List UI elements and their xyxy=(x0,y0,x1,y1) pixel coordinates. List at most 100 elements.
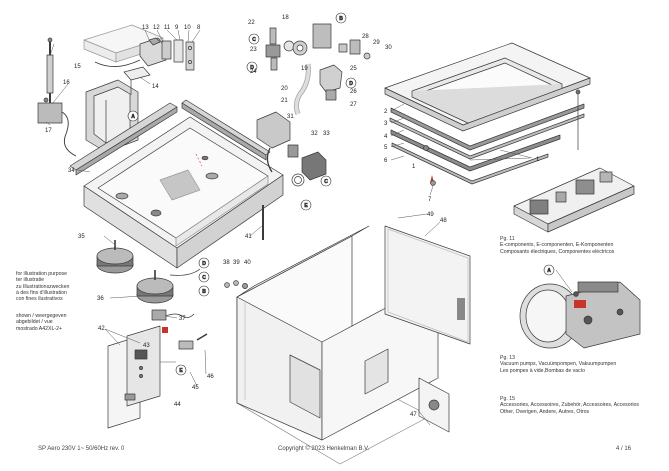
vacuum-pump-36 xyxy=(136,268,201,304)
inset-caption-line: Accessories, Accessoires, Zubehör, Acces… xyxy=(500,402,639,409)
part-label-2: 2 xyxy=(384,109,388,115)
part-label-41: 41 xyxy=(245,234,252,240)
valve-body xyxy=(256,111,291,173)
callout-e-2: E xyxy=(179,368,183,374)
part-label-42: 42 xyxy=(98,326,105,332)
part-label-16: 16 xyxy=(63,80,70,86)
inset-caption-page-ref[interactable]: Pg. 13 xyxy=(500,355,515,361)
parts-38-40 xyxy=(224,280,248,289)
small-parts-group xyxy=(139,37,195,71)
part-label-6: 6 xyxy=(384,158,388,164)
part-number-labels: 1 1 2 3 4 5 6 7 8 9 10 11 12 13 14 15 16… xyxy=(45,15,540,418)
callout-d-1: D xyxy=(250,65,254,71)
cable-37 xyxy=(151,309,195,333)
gas-spring xyxy=(37,37,77,157)
part-label-26: 26 xyxy=(350,89,357,95)
callout-c-1: C xyxy=(252,37,256,43)
callout-c-3: C xyxy=(202,275,206,281)
callout-a-1: A xyxy=(131,114,135,120)
inset-caption-line: Les pompes à vide,Bombas de vacío xyxy=(500,367,586,374)
bracket xyxy=(123,66,151,95)
illustration-note-es: con fines ilustrativos xyxy=(16,296,63,303)
callout-a-2: A xyxy=(547,268,551,274)
callout-d-2: D xyxy=(349,81,353,87)
illustration-note-nl: ter illustratie xyxy=(16,277,44,284)
side-panel-48 xyxy=(384,225,471,345)
callout-c-2: C xyxy=(324,179,328,185)
part-label-18: 18 xyxy=(282,15,289,21)
illustration-note-fr: à des fins d'illustration xyxy=(16,289,67,296)
part-label-4: 4 xyxy=(384,134,388,140)
part-label-39: 39 xyxy=(233,260,240,266)
part-label-34: 34 xyxy=(68,168,75,174)
inset-caption-page-ref[interactable]: Pg. 11 xyxy=(500,236,515,242)
footer-page-number: 4 / 16 xyxy=(616,446,632,452)
inset-vacuum-pump xyxy=(519,281,641,349)
part-label-9: 9 xyxy=(175,25,179,31)
shown-note-line-2: abgebildet / vue xyxy=(16,319,53,326)
part-label-29: 29 xyxy=(373,40,380,46)
part-label-37: 37 xyxy=(179,316,186,322)
inset-caption-vacuum-pumps: Pg. 13 Vacuum pumps, Vacuümpompen, Vakuu… xyxy=(500,355,616,374)
part-label-10: 10 xyxy=(184,25,191,31)
part-label-15: 15 xyxy=(74,64,81,70)
shown-model-note: shown / weergegeven abgebildet / vue mos… xyxy=(16,313,66,332)
part-label-38: 38 xyxy=(223,260,230,266)
part-label-40: 40 xyxy=(244,260,251,266)
part-label-43: 43 xyxy=(143,343,150,349)
part-label-48: 48 xyxy=(440,218,447,224)
inset-caption-line: Vacuum pumps, Vacuümpompen, Vakuumpumpen xyxy=(500,361,617,368)
inset-caption-e-components: Pg. 11 E-components, E-componenten, E-Ko… xyxy=(500,236,614,255)
part-label-3: 3 xyxy=(384,121,388,127)
part-label-46: 46 xyxy=(207,374,214,380)
footer-copyright: Copyright © 2023 Henkelman B.V. xyxy=(278,446,370,452)
part-label-21: 21 xyxy=(281,98,288,104)
part-label-44: 44 xyxy=(174,402,181,408)
part-label-27: 27 xyxy=(350,102,357,108)
inset-caption-line: Other, Overigen, Andere, Autres, Otros xyxy=(500,408,590,415)
part-label-30: 30 xyxy=(385,45,392,51)
part-label-1b: 1 xyxy=(536,157,540,163)
part-label-25: 25 xyxy=(350,66,357,72)
inset-caption-page-ref[interactable]: Pg. 15 xyxy=(500,396,515,402)
callout-e-1: E xyxy=(304,203,308,209)
part-label-35: 35 xyxy=(78,234,85,240)
vacuum-pump-35 xyxy=(96,240,134,274)
seal-bars xyxy=(69,99,271,240)
illustration-note-de: zu Illustrationszwecken xyxy=(16,283,70,290)
illustration-note-en: for illustration purpose xyxy=(16,271,68,277)
part-label-28: 28 xyxy=(362,34,369,40)
part-label-12: 12 xyxy=(153,25,160,31)
part-label-5: 5 xyxy=(384,145,388,151)
part-label-11: 11 xyxy=(164,25,171,31)
part-label-8: 8 xyxy=(197,25,201,31)
part-label-17: 17 xyxy=(45,128,52,134)
inset-caption-line: Composants électriques, Componentes eléc… xyxy=(500,248,615,255)
callout-d-3: D xyxy=(202,261,206,267)
part-label-24: 24 xyxy=(250,69,257,75)
part-label-20: 20 xyxy=(281,86,288,92)
lid-assembly xyxy=(384,42,591,186)
part-label-47: 47 xyxy=(410,412,417,418)
part-label-22: 22 xyxy=(248,20,255,26)
inset-e-components xyxy=(513,167,635,233)
footer-model-info: SP Aero 230V 1~ 50/60Hz rev. 0 xyxy=(38,446,125,452)
illustration-note: for illustration purpose ter illustratie… xyxy=(16,271,69,302)
part-label-31: 31 xyxy=(287,114,294,120)
part-label-19: 19 xyxy=(301,66,308,72)
part-label-45: 45 xyxy=(192,385,199,391)
callout-b-1: B xyxy=(339,16,343,22)
part-label-1: 1 xyxy=(412,164,416,170)
part-label-23: 23 xyxy=(250,47,257,53)
control-panel xyxy=(107,325,208,429)
part-label-13: 13 xyxy=(142,25,149,31)
part-label-49: 49 xyxy=(427,212,434,218)
shown-note-line-1: shown / weergegeven xyxy=(16,313,67,319)
part-label-36: 36 xyxy=(97,296,104,302)
part-47 xyxy=(418,377,450,433)
part-label-32: 32 xyxy=(311,131,318,137)
inset-caption-line: E-components, E-componenten, E-Komponent… xyxy=(500,242,614,249)
hose-fittings xyxy=(265,23,371,115)
